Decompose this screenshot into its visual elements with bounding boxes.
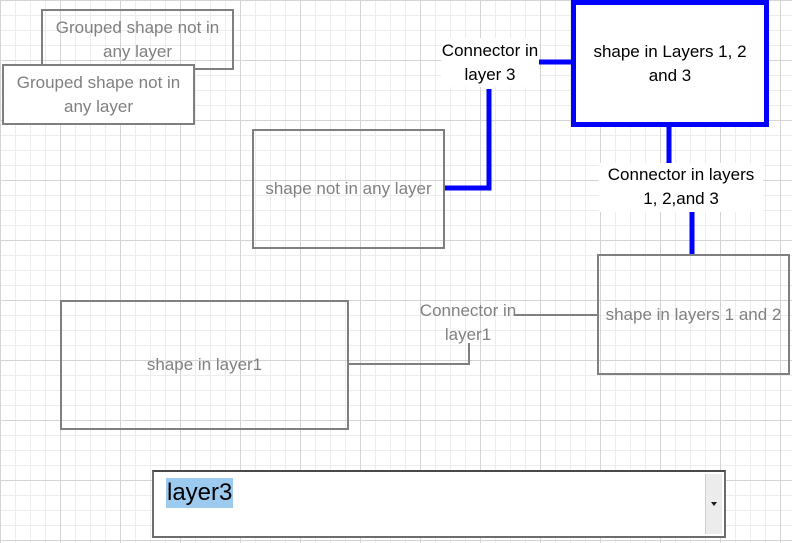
shape-in-layers-1-and-2[interactable]: shape in layers 1 and 2: [597, 254, 790, 375]
shape-not-in-any-layer-text: shape not in any layer: [265, 179, 432, 198]
shape-in-layers-1-2-and-3-text: shape in Layers 1, 2 and 3: [593, 41, 747, 85]
layer-select-value[interactable]: layer3: [166, 478, 234, 508]
grouped-shape-1-text: Grouped shape not in any layer: [55, 17, 220, 61]
shape-in-layers-1-2-and-3[interactable]: shape in Layers 1, 2 and 3: [571, 0, 769, 127]
grouped-shape-2-text: Grouped shape not in any layer: [16, 72, 181, 116]
chevron-down-icon: [711, 502, 717, 506]
layer-select-dropdown[interactable]: layer3: [152, 470, 726, 538]
connector-layer1-label[interactable]: Connector in layer1: [419, 301, 517, 344]
grouped-shape-1[interactable]: Grouped shape not in any layer: [41, 9, 234, 70]
connector-layer3-label[interactable]: Connector in layer 3: [441, 38, 539, 87]
dropdown-button[interactable]: [705, 474, 722, 534]
grouped-shape-2[interactable]: Grouped shape not in any layer: [2, 64, 195, 125]
connector-layers123-label[interactable]: Connector in layers 1, 2,and 3: [599, 163, 763, 212]
shape-in-layer1[interactable]: shape in layer1: [60, 300, 349, 430]
shape-in-layer1-text: shape in layer1: [146, 355, 263, 374]
connector-layer1-line[interactable]: [348, 343, 470, 365]
connector-layer3-line[interactable]: [444, 89, 492, 191]
shape-not-in-any-layer[interactable]: shape not in any layer: [252, 129, 445, 249]
shape-in-layers-1-and-2-text: shape in layers 1 and 2: [605, 304, 782, 324]
